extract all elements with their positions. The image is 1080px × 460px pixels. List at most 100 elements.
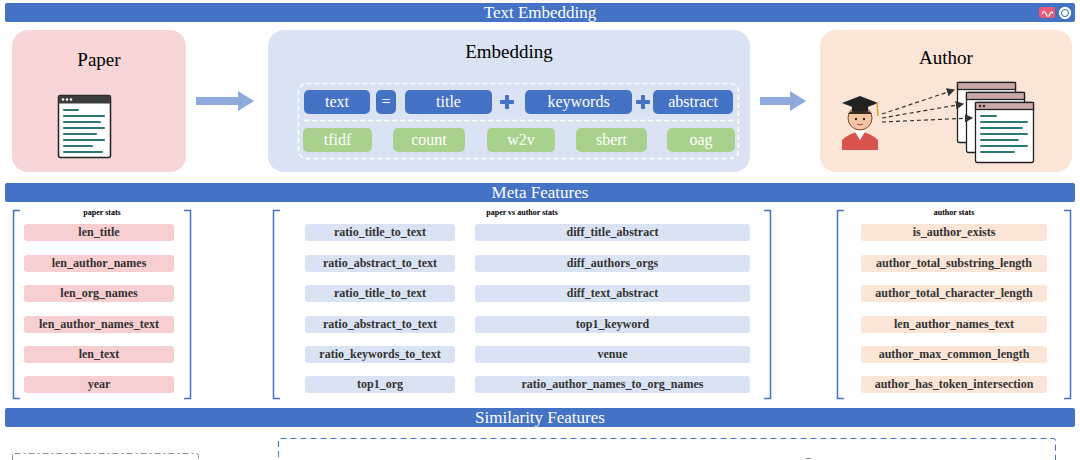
pill-label: year <box>88 376 111 393</box>
author-stat-pill: is_author_exists <box>861 224 1047 241</box>
box-title: Author <box>919 47 973 69</box>
box-title: Embedding <box>465 41 553 63</box>
author-box: Author <box>820 30 1072 172</box>
text-field-pill: title <box>405 90 492 114</box>
pill-label: venue <box>598 346 628 363</box>
paper-stat-pill: len_author_names <box>24 255 174 272</box>
pill-label: diff_authors_orgs <box>567 255 658 272</box>
embedding-box: Embedding text = title keywords abstract tfidf… <box>268 30 750 172</box>
pill-label: tfidf <box>324 128 352 152</box>
logo-squiggle <box>1042 12 1053 17</box>
dashed-separator <box>304 120 733 122</box>
pill-label: diff_title_abstract <box>567 224 659 241</box>
text-field-pill: abstract <box>653 90 733 114</box>
dashed-frame <box>299 84 739 159</box>
section-band: Similarity Features <box>5 408 1075 427</box>
dashed-pointer <box>882 90 972 122</box>
paper-stat-pill: len_text <box>24 346 174 363</box>
author-stat-pill: author_total_substring_length <box>861 255 1047 272</box>
pair-stat-pill: ratio_title_to_text <box>305 285 455 302</box>
pill-label: title <box>436 90 461 114</box>
method-pill: count <box>393 128 465 152</box>
band-title: Text Embedding <box>484 3 597 22</box>
document-lines <box>64 110 104 152</box>
document <box>59 96 111 158</box>
paper-stat-pill: year <box>24 376 174 393</box>
feature-group: author stats is_author_exists author_total… <box>836 206 1072 400</box>
pair-stat-pill: diff_text_abstract <box>475 285 750 302</box>
pill-label: ratio_title_to_text <box>334 285 426 302</box>
band-title: Meta Features <box>492 183 589 202</box>
bracket <box>838 211 1071 399</box>
paper-stat-pill: len_title <box>24 224 174 241</box>
paper-stack <box>958 83 1034 163</box>
author-stat-pill: len_author_names_text <box>861 316 1047 333</box>
pair-stat-pill: top1_keyword <box>475 316 750 333</box>
pill-label: ratio_abstract_to_text <box>323 255 437 272</box>
plus-sign <box>500 95 514 109</box>
logo-badge <box>1039 7 1055 18</box>
pill-label: sbert <box>596 128 627 152</box>
flow-arrow <box>760 91 806 111</box>
pair-stat-pill: ratio_author_names_to_org_names <box>475 376 750 393</box>
pill-label: len_author_names_text <box>894 316 1014 333</box>
pill-label: len_text <box>79 346 120 363</box>
pill-label: author_total_character_length <box>875 285 1032 302</box>
pill-label: w2v <box>507 128 535 152</box>
pill-label: len_title <box>78 224 119 241</box>
pill-label: text <box>325 90 349 114</box>
pill-label: top1_org <box>357 376 403 393</box>
plus-sign <box>636 95 650 109</box>
logo-seal-inner <box>1062 10 1069 17</box>
pill-label: is_author_exists <box>913 224 996 241</box>
pair-stat-pill: diff_title_abstract <box>475 224 750 241</box>
band-title: Similarity Features <box>475 408 605 427</box>
pill-label: keywords <box>547 90 609 114</box>
pill-label: count <box>411 128 447 152</box>
feature-group: paper vs author stats ratio_title_to_text… <box>272 206 772 400</box>
bracket <box>274 211 771 399</box>
bracket <box>14 211 191 399</box>
text-field-pill: keywords <box>525 90 632 114</box>
paper-stat-pill: len_org_names <box>24 285 174 302</box>
section-band: Text Embedding <box>5 3 1075 22</box>
pill-label: len_author_names_text <box>39 316 159 333</box>
pair-stat-pill: diff_authors_orgs <box>475 255 750 272</box>
pill-label: len_author_names <box>52 255 147 272</box>
pill-label: author_max_common_length <box>879 346 1030 363</box>
dashed-panel <box>13 454 199 460</box>
feature-group: paper stats len_title len_author_names len_… <box>12 206 192 400</box>
pill-label: author_total_substring_length <box>876 255 1032 272</box>
pair-stat-pill: venue <box>475 346 750 363</box>
document-bar <box>59 96 111 104</box>
text-field-pill: = <box>376 90 396 114</box>
pair-stat-pill: ratio_abstract_to_text <box>305 255 455 272</box>
group-heading: paper stats <box>83 208 120 217</box>
pill-label: abstract <box>668 90 718 114</box>
pill-label: ratio_abstract_to_text <box>323 316 437 333</box>
author-stat-pill: author_total_character_length <box>861 285 1047 302</box>
method-pill: tfidf <box>303 128 372 152</box>
pair-stat-pill: ratio_title_to_text <box>305 224 455 241</box>
pill-label: = <box>381 90 390 114</box>
author-stat-pill: author_has_token_intersection <box>861 376 1047 393</box>
section-band: Meta Features <box>5 183 1075 202</box>
paper-box: Paper <box>12 30 186 172</box>
pill-label: len_org_names <box>60 285 137 302</box>
pill-label: diff_text_abstract <box>567 285 658 302</box>
paper-stat-pill: len_author_names_text <box>24 316 174 333</box>
tick-mark <box>806 458 811 459</box>
text-field-pill: text <box>304 90 370 114</box>
group-heading: paper vs author stats <box>486 208 558 217</box>
group-heading: author stats <box>934 208 975 217</box>
pill-label: author_has_token_intersection <box>875 376 1034 393</box>
graduate-figure <box>842 96 878 150</box>
method-pill: sbert <box>576 128 647 152</box>
box-title: Paper <box>77 49 120 71</box>
dashed-panel <box>279 439 1056 460</box>
pair-stat-pill: top1_org <box>305 376 455 393</box>
method-pill: w2v <box>487 128 555 152</box>
pill-label: ratio_author_names_to_org_names <box>522 376 704 393</box>
author-stat-pill: author_max_common_length <box>861 346 1047 363</box>
